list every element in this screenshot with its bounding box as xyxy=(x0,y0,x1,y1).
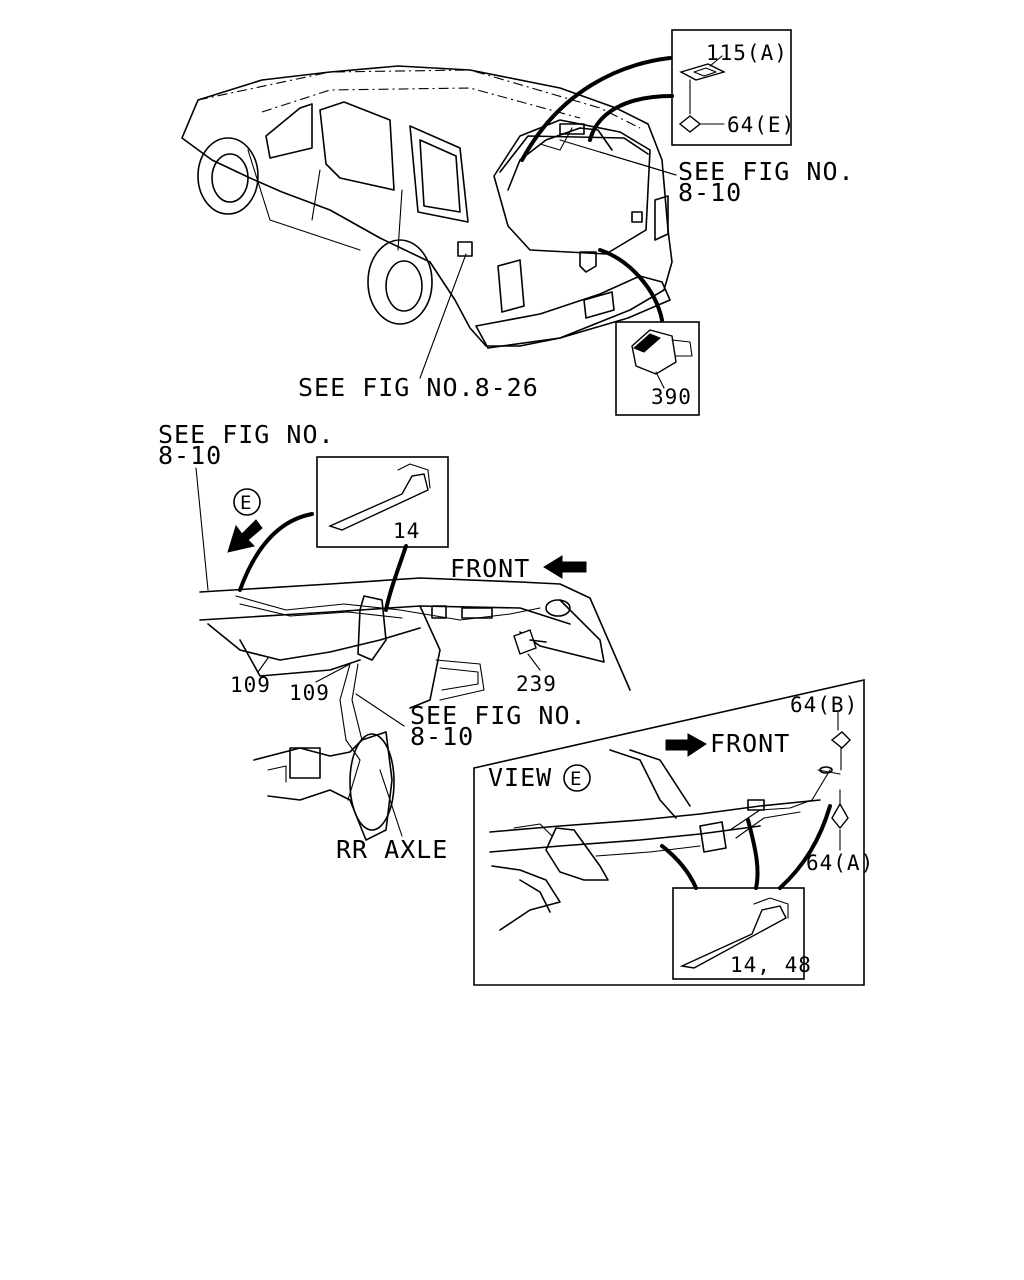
part-239: 239 xyxy=(513,629,557,696)
leader-curve xyxy=(746,818,760,890)
view-label: VIEW xyxy=(488,763,552,792)
view-marker-letter: E xyxy=(240,492,252,514)
callout-box-390: 390 xyxy=(615,321,700,416)
view-marker-circle xyxy=(233,488,261,516)
label-239: 239 xyxy=(516,672,557,696)
label-14-48: 14, 48 xyxy=(730,953,812,977)
label-109-right: 109 xyxy=(289,681,330,705)
front-view-label: FRONT xyxy=(710,729,790,758)
label-14: 14 xyxy=(393,519,420,543)
view-e-inset: VIEW E FRONT 64(B) 64(A) xyxy=(473,678,874,986)
label-115a: 115(A) xyxy=(706,41,788,65)
part-64b-fastener-shape xyxy=(830,731,851,749)
label-64a: 64(A) xyxy=(806,851,874,875)
frame-harness-illustration xyxy=(199,577,631,841)
view-e-marker: E xyxy=(227,488,263,553)
leader-curve xyxy=(778,804,832,890)
see-fig-number: 8-10 xyxy=(678,178,742,207)
callout-box-14: 14 xyxy=(316,456,449,548)
leader-curve xyxy=(520,56,672,162)
see-fig-text: SEE FIG NO. xyxy=(678,157,855,186)
leader-curve xyxy=(238,512,314,592)
see-fig-8-26-text: SEE FIG NO.8-26 xyxy=(298,373,539,402)
leader-curve xyxy=(660,844,698,890)
vehicle-illustration xyxy=(181,65,673,349)
view-label-marker: E xyxy=(570,768,582,790)
see-fig-text: SEE FIG NO. xyxy=(410,701,587,730)
part-64a-fastener-shape xyxy=(831,802,849,830)
label-64e: 64(E) xyxy=(727,113,795,137)
leader-curve xyxy=(598,248,664,322)
label-109-left: 109 xyxy=(230,673,271,697)
part-14-clip-shape xyxy=(328,473,429,531)
part-115a-clip-shape xyxy=(679,63,726,81)
arrow-down-left-icon xyxy=(227,519,263,553)
see-fig-text: SEE FIG NO. xyxy=(158,420,335,449)
arrow-right-icon xyxy=(665,733,707,757)
rr-axle-label: RR AXLE xyxy=(336,835,448,864)
see-fig-number: 8-10 xyxy=(410,722,474,751)
arrow-left-icon xyxy=(543,555,587,579)
front-label: FRONT xyxy=(450,554,530,583)
label-64b: 64(B) xyxy=(790,693,858,717)
see-fig-number: 8-10 xyxy=(158,441,222,470)
part-14-48-clip-shape xyxy=(679,905,787,969)
leader-curve xyxy=(588,94,674,142)
callout-box-115a-64e: 115(A) 64(E) xyxy=(671,29,795,146)
label-390: 390 xyxy=(651,385,692,409)
reference-see-fig-8-10-top: SEE FIG NO. 8-10 xyxy=(559,139,855,207)
leader-curve xyxy=(384,544,408,612)
